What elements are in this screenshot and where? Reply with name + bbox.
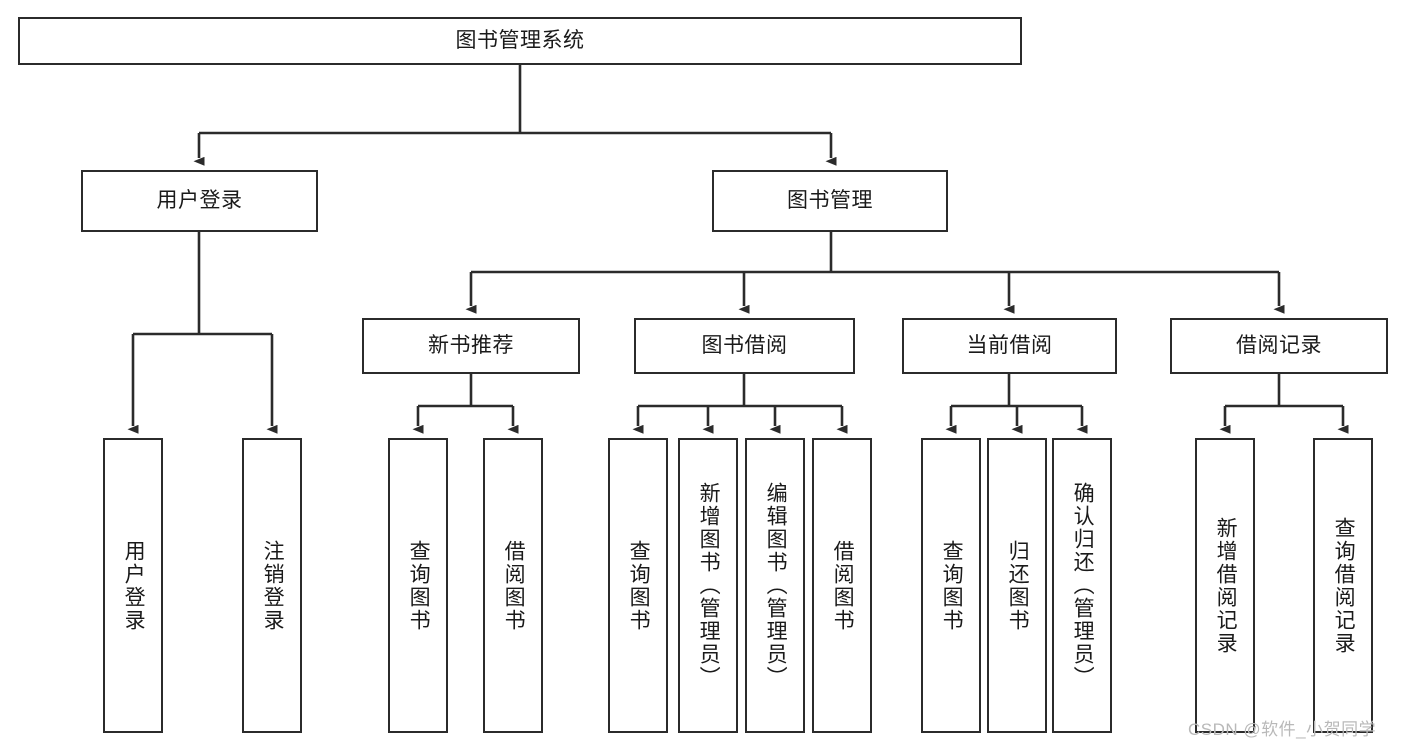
node-book-borrow[interactable]: 图书借阅: [634, 318, 855, 374]
leaf-borrow-book[interactable]: 借阅图书: [812, 438, 872, 733]
leaf-query-book-borrow[interactable]: 查询图书: [608, 438, 668, 733]
node-root-label: 图书管理系统: [455, 29, 585, 53]
leaf-add-book-admin-label: 新增图书（管理员）: [697, 482, 721, 689]
node-current-borrow[interactable]: 当前借阅: [902, 318, 1117, 374]
node-user-login[interactable]: 用户登录: [81, 170, 318, 232]
leaf-edit-book-admin[interactable]: 编辑图书（管理员）: [745, 438, 805, 733]
leaf-borrow-book-recommend[interactable]: 借阅图书: [483, 438, 543, 733]
node-current-borrow-label: 当前借阅: [966, 334, 1053, 358]
leaf-query-book-borrow-label: 查询图书: [627, 539, 651, 632]
leaf-query-book-current-label: 查询图书: [940, 539, 964, 632]
node-book-management[interactable]: 图书管理: [712, 170, 948, 232]
leaf-query-borrow-record-label: 查询借阅记录: [1332, 516, 1356, 655]
node-borrow-records[interactable]: 借阅记录: [1170, 318, 1388, 374]
leaf-borrow-book-label: 借阅图书: [831, 539, 855, 632]
csdn-watermark: CSDN @软件_小贺同学: [1188, 720, 1377, 739]
node-borrow-records-label: 借阅记录: [1236, 334, 1322, 358]
node-user-login-label: 用户登录: [156, 189, 243, 213]
leaf-add-borrow-record-label: 新增借阅记录: [1214, 516, 1238, 655]
leaf-user-login-label: 用户登录: [122, 539, 146, 632]
node-new-book-recommend[interactable]: 新书推荐: [362, 318, 580, 374]
node-book-borrow-label: 图书借阅: [701, 334, 788, 358]
leaf-borrow-book-recommend-label: 借阅图书: [502, 539, 526, 632]
leaf-return-book[interactable]: 归还图书: [987, 438, 1047, 733]
leaf-add-book-admin[interactable]: 新增图书（管理员）: [678, 438, 738, 733]
leaf-add-borrow-record[interactable]: 新增借阅记录: [1195, 438, 1255, 733]
leaf-logout-label: 注销登录: [261, 539, 285, 632]
leaf-query-book-recommend[interactable]: 查询图书: [388, 438, 448, 733]
leaf-confirm-return-admin-label: 确认归还（管理员）: [1071, 482, 1095, 689]
leaf-edit-book-admin-label: 编辑图书（管理员）: [764, 482, 788, 689]
leaf-return-book-label: 归还图书: [1006, 539, 1030, 632]
node-book-management-label: 图书管理: [787, 189, 873, 213]
leaf-user-login[interactable]: 用户登录: [103, 438, 163, 733]
leaf-query-book-recommend-label: 查询图书: [407, 539, 431, 632]
leaf-query-book-current[interactable]: 查询图书: [921, 438, 981, 733]
node-new-book-recommend-label: 新书推荐: [428, 334, 514, 358]
leaf-query-borrow-record[interactable]: 查询借阅记录: [1313, 438, 1373, 733]
node-root[interactable]: 图书管理系统: [18, 17, 1022, 65]
leaf-logout[interactable]: 注销登录: [242, 438, 302, 733]
leaf-confirm-return-admin[interactable]: 确认归还（管理员）: [1052, 438, 1112, 733]
